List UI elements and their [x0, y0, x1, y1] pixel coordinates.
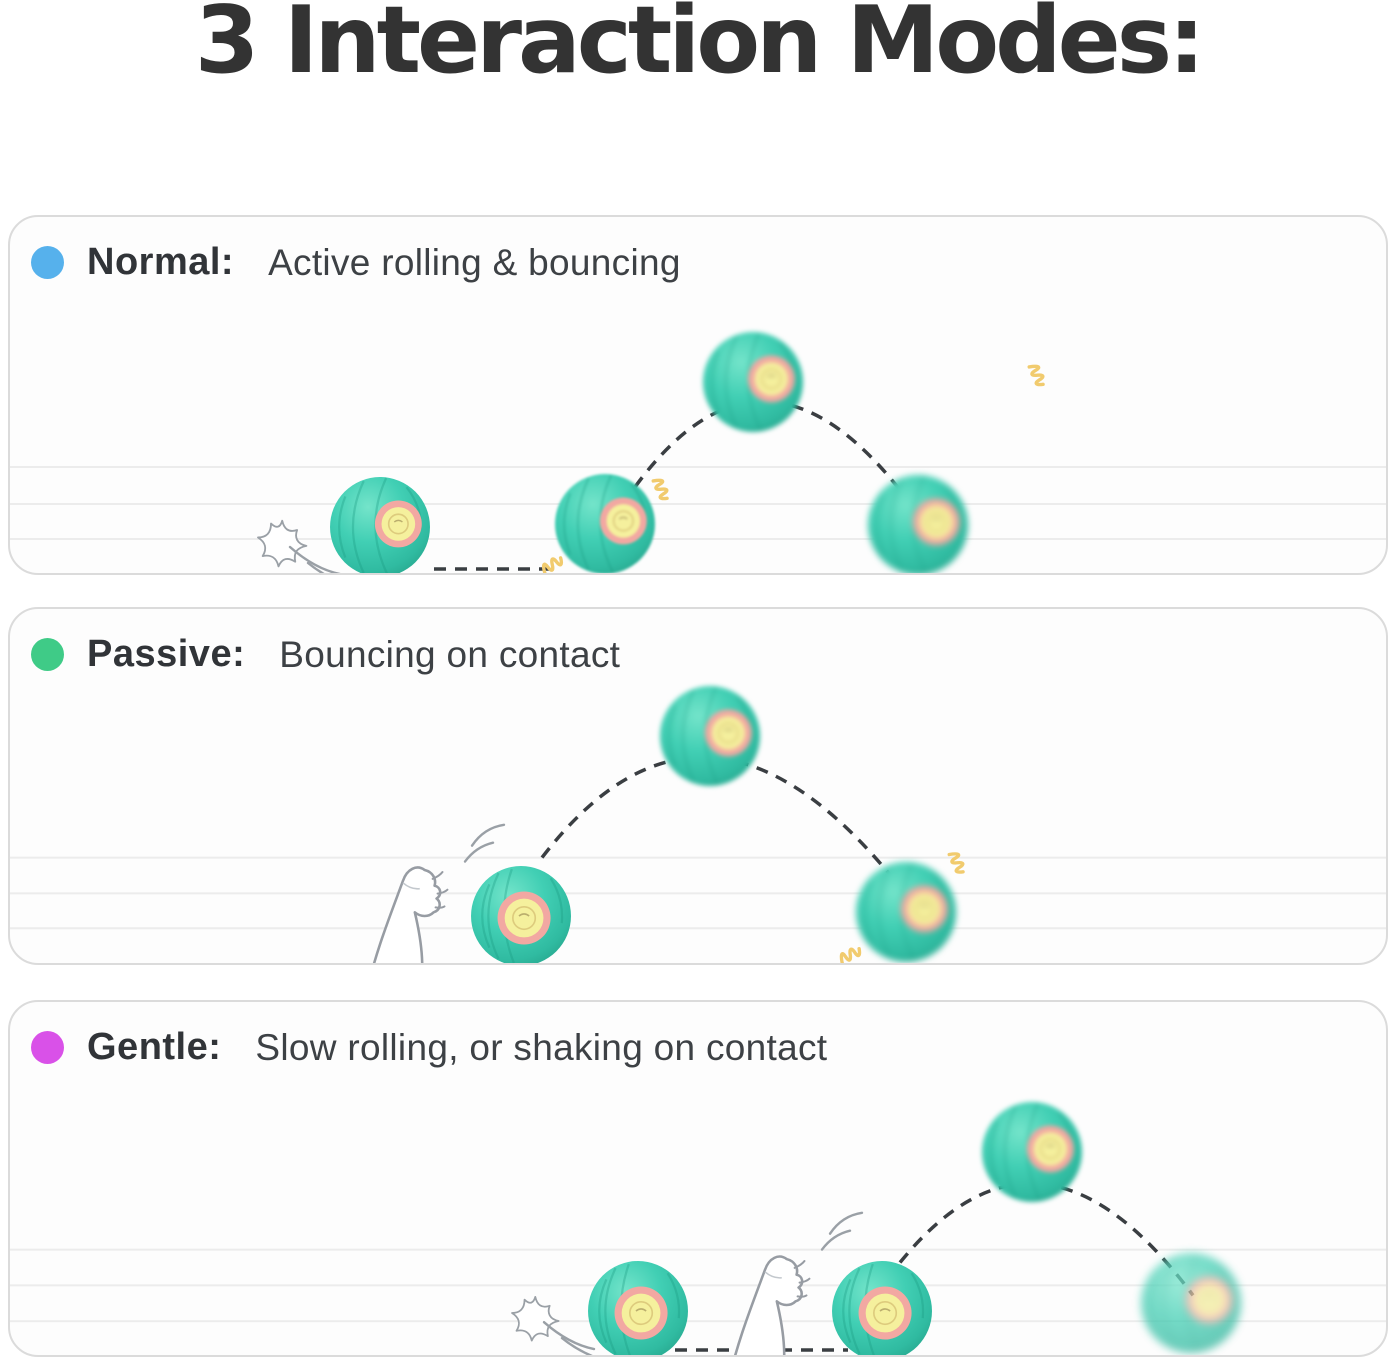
mode-header-passive: Passive: Bouncing on contact: [31, 633, 620, 676]
ball-icon: [554, 473, 656, 575]
impact-star-icon: [257, 519, 341, 573]
mode-dot-normal-icon: [31, 246, 64, 279]
ball-icon: [470, 865, 572, 965]
ball-icon: [831, 1260, 933, 1357]
cat-paw-icon: [363, 823, 506, 963]
panel-mode-gentle: Gentle: Slow rolling, or shaking on cont…: [8, 1000, 1388, 1357]
ball-icon: [702, 331, 804, 433]
floor-lines: [10, 466, 1386, 540]
mode-desc-passive: Bouncing on contact: [279, 633, 621, 675]
ball-icon: [659, 685, 761, 787]
mode-dot-gentle-icon: [31, 1031, 64, 1064]
mode-header-gentle: Gentle: Slow rolling, or shaking on cont…: [31, 1026, 827, 1069]
impact-star-icon: [511, 1295, 596, 1355]
ball-icon: [329, 476, 431, 575]
page-title: 3 Interaction Modes:: [194, 0, 1206, 94]
mode-label-gentle: Gentle:: [87, 1026, 222, 1068]
mode-header-normal: Normal: Active rolling & bouncing: [31, 241, 681, 284]
cat-paw-icon: [725, 1211, 864, 1355]
ball-icon: [867, 474, 969, 575]
ball-icon: [587, 1260, 689, 1357]
vibration-squiggle-icon: [1027, 362, 1047, 389]
ball-icon: [981, 1101, 1083, 1203]
panel-mode-passive: Passive: Bouncing on contact: [8, 607, 1388, 965]
mode-label-normal: Normal:: [87, 241, 235, 283]
panel-mode-normal: Normal: Active rolling & bouncing: [8, 215, 1388, 575]
ball-icon: [855, 861, 957, 963]
ball-icon: [1140, 1252, 1242, 1354]
mode-desc-normal: Active rolling & bouncing: [268, 241, 681, 283]
floor-lines: [10, 856, 1386, 930]
mode-label-passive: Passive:: [87, 633, 246, 675]
mode-dot-passive-icon: [31, 638, 64, 671]
mode-desc-gentle: Slow rolling, or shaking on contact: [255, 1026, 828, 1068]
